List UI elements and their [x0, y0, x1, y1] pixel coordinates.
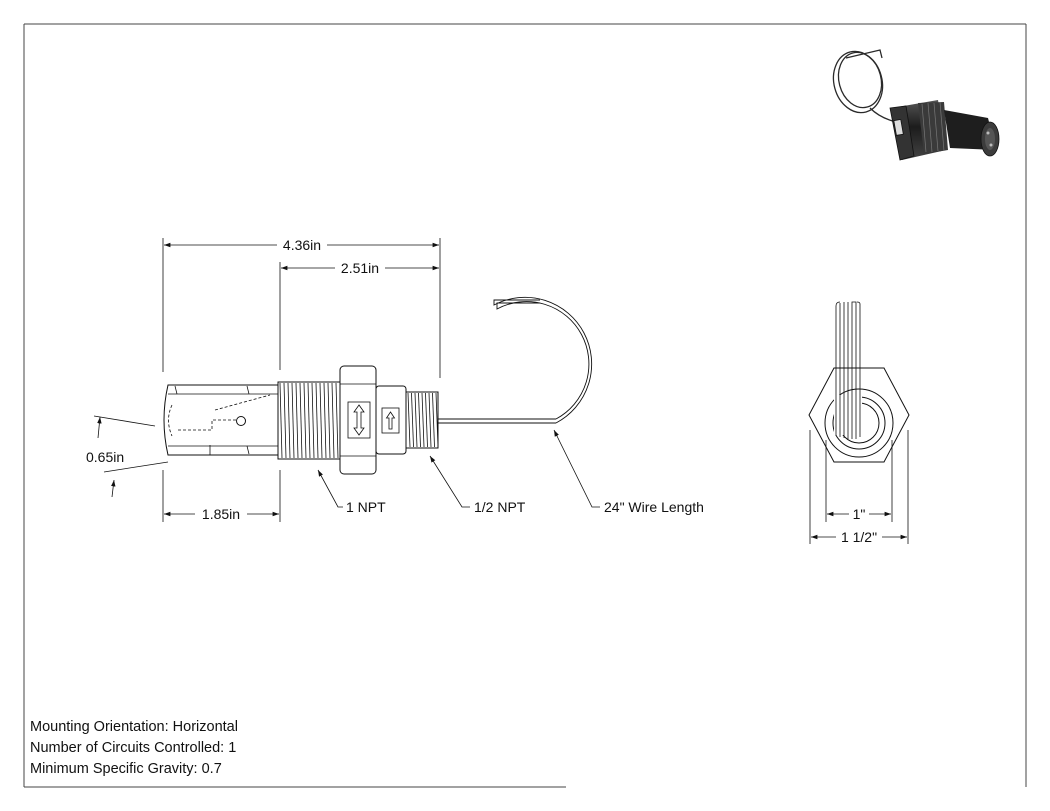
- wire-coil: [493, 296, 593, 424]
- dim-thread-to-end: 2.51in: [341, 260, 379, 276]
- float-pivot-hole: [236, 416, 246, 426]
- callout-wire-length: 24" Wire Length: [604, 499, 704, 515]
- dim-overall-length: 4.36in: [283, 237, 321, 253]
- callout-small-thread: 1/2 NPT: [474, 499, 526, 515]
- note-circuits-controlled: Number of Circuits Controlled: 1: [30, 740, 237, 756]
- dim-float-length: 1.85in: [202, 506, 240, 522]
- dim-end-view-inner: 1": [853, 506, 866, 522]
- end-view: [808, 301, 910, 544]
- dim-end-view-hex: 1 1/2": [841, 529, 877, 545]
- sheet-frame: [23, 23, 1027, 788]
- double-arrow-icon: [353, 404, 365, 436]
- callout-large-thread: 1 NPT: [346, 499, 386, 515]
- side-view: [163, 296, 593, 475]
- up-arrow-icon: [385, 411, 396, 430]
- float-body: [163, 384, 279, 456]
- note-specific-gravity: Minimum Specific Gravity: 0.7: [30, 761, 222, 777]
- product-render-image: [832, 49, 1000, 161]
- note-mounting-orientation: Mounting Orientation: Horizontal: [30, 719, 238, 735]
- hex-outline: [808, 367, 910, 463]
- dim-float-diameter: 0.65in: [86, 449, 124, 465]
- dimension-labels: 4.36in 2.51in 1.85in 0.65in 1 NPT 1/2 NP…: [86, 237, 704, 522]
- dimension-lines: [93, 238, 600, 522]
